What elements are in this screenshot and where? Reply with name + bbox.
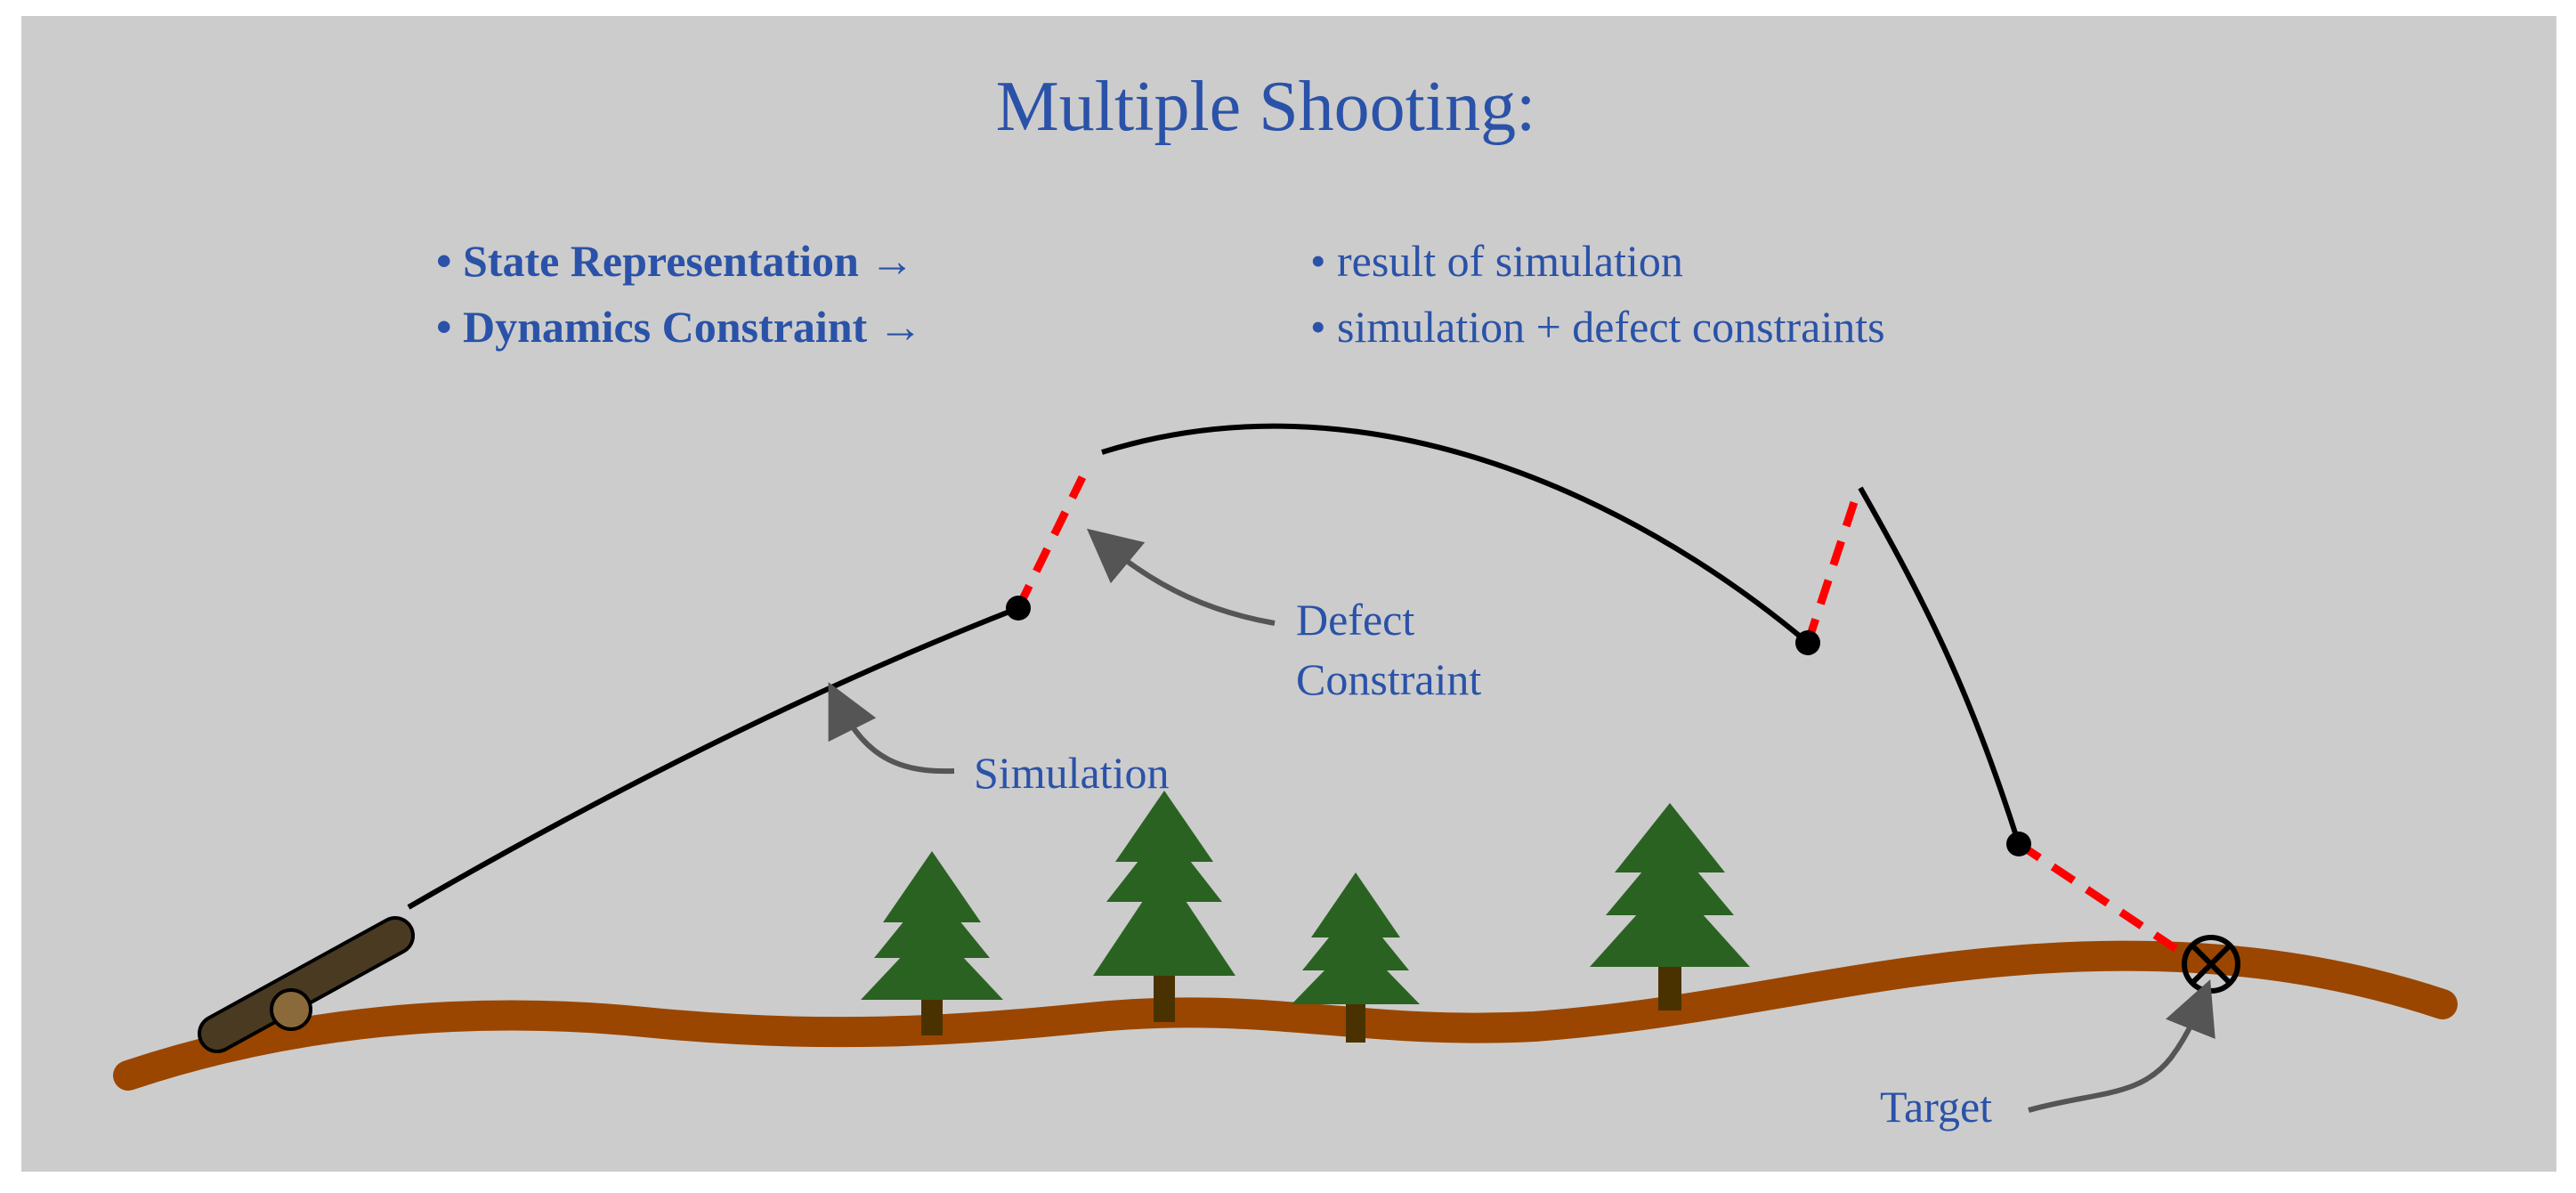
tree-icon [1292, 872, 1420, 1043]
defect-constraint-3 [2016, 840, 2187, 958]
multiple-shooting-diagram: Multiple Shooting: • State Representatio… [113, 68, 2458, 1132]
trajectory-segment-3 [1858, 486, 2021, 845]
simulation-label: Simulation [974, 748, 1169, 798]
trajectory-node-icon [2006, 832, 2031, 856]
trajectory-node-icon [1795, 630, 1820, 655]
trajectory-node-icon [1006, 596, 1031, 621]
diagram-title: Multiple Shooting: [996, 68, 1536, 146]
trajectory-segment-1 [407, 605, 1020, 910]
bullet-simulation-defect: • simulation + defect constraints [1310, 302, 1885, 352]
defect-constraint-2 [1803, 495, 1860, 645]
tree-icon [1093, 791, 1235, 1022]
bullet-dynamics-constraint: • Dynamics Constraint → [436, 302, 923, 352]
bullet-state-representation: • State Representation → [436, 236, 914, 286]
tree-icon [861, 851, 1003, 1035]
target-arrow [2028, 979, 2216, 1113]
defect-constraint-1 [1014, 475, 1087, 610]
target-label: Target [1880, 1082, 1992, 1132]
diagram-canvas: Multiple Shooting: • State Representatio… [21, 16, 2556, 1172]
bullet-result-of-simulation: • result of simulation [1310, 236, 1683, 286]
defect-constraint-label: Defect [1296, 595, 1414, 645]
ground [113, 940, 2458, 1091]
defect-arrow [1086, 528, 1276, 626]
trajectory-segment-2 [1101, 423, 1810, 645]
defect-constraint-label-line2: Constraint [1296, 654, 1481, 704]
tree-icon [1590, 803, 1750, 1010]
cannon-icon [198, 916, 415, 1053]
simulation-arrow [828, 682, 955, 775]
